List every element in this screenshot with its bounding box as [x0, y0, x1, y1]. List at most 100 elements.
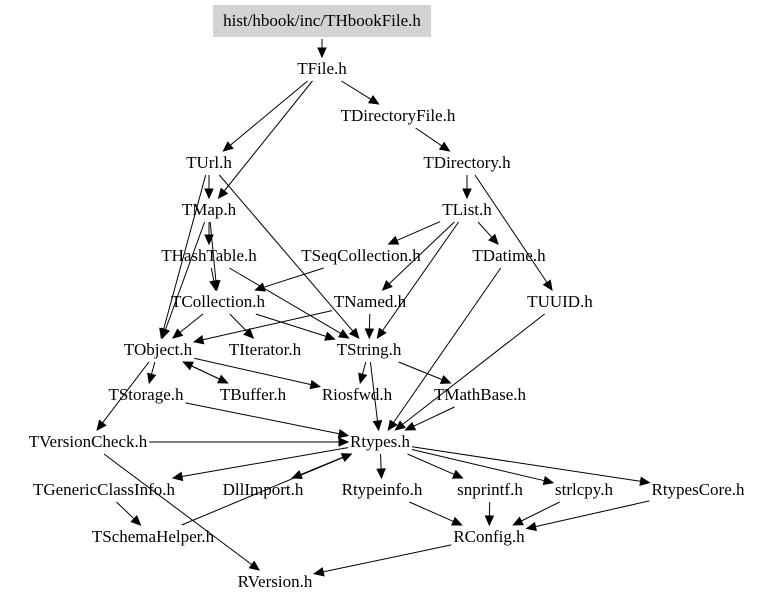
- edge-RtypesCore-to-RConfig: [535, 500, 650, 528]
- arrowhead-TVersionCheck-to-RVersion: [248, 560, 260, 571]
- edge-THashTable-to-TString: [229, 267, 342, 334]
- node-TSeqCollection[interactable]: TSeqCollection.h: [301, 246, 421, 265]
- arrowhead-Rtypes-to-TGenericClassInfo: [171, 471, 184, 482]
- edge-TBuffer-to-TObject: [191, 365, 228, 384]
- arrowhead-TFile-to-TUrl: [222, 141, 234, 152]
- node-TStorage[interactable]: TStorage.h: [108, 385, 184, 404]
- edge-TFile-to-TDirectoryFile: [341, 80, 372, 100]
- node-RConfig[interactable]: RConfig.h: [453, 527, 525, 546]
- node-TDirectoryFile[interactable]: TDirectoryFile.h: [340, 106, 456, 125]
- edge-Rtypes-to-RtypesCore: [411, 446, 641, 482]
- edge-Rtypes-to-TGenericClassInfo: [181, 447, 349, 477]
- arrowhead-TDirectory-to-TList: [462, 188, 472, 200]
- arrowhead-TSeqCollection-to-TCollection: [254, 282, 266, 292]
- node-Rtypeinfo[interactable]: Rtypeinfo.h: [341, 480, 423, 499]
- edge-TUrl-to-TObject: [163, 174, 207, 330]
- edge-Rtypes-to-snprintf: [407, 453, 455, 475]
- edge-TSchemaHelper-to-Rtypes: [181, 457, 344, 526]
- arrowhead-TObject-to-TStorage: [147, 372, 157, 385]
- edge-TCollection-to-TIterator: [229, 313, 248, 332]
- arrowhead-TList-to-TDatime: [488, 233, 499, 245]
- node-TMap[interactable]: TMap.h: [181, 200, 237, 219]
- edge-TStorage-to-Rtypes: [185, 402, 340, 435]
- node-THashTable[interactable]: THashTable.h: [161, 246, 257, 265]
- arrowhead-THbookFile-to-TFile: [317, 47, 327, 59]
- node-THbookFile[interactable]: hist/hbook/inc/THbookFile.h: [213, 5, 431, 37]
- arrowhead-TMathBase-to-Rtypes: [404, 421, 417, 431]
- edge-TNamed-to-TObject: [202, 310, 333, 341]
- node-strlcpy[interactable]: strlcpy.h: [555, 480, 613, 499]
- node-Rtypes[interactable]: Rtypes.h: [350, 432, 410, 451]
- edge-TSeqCollection-to-TCollection: [263, 267, 324, 288]
- arrowhead-TMap-to-THashTable: [204, 234, 214, 246]
- arrowhead-Rtypes-to-strlcpy: [542, 475, 555, 486]
- node-TString[interactable]: TString.h: [336, 340, 402, 359]
- arrowhead-TBuffer-to-TObject: [182, 361, 194, 371]
- edge-TDirectory-to-TUUID: [474, 174, 548, 283]
- node-DllImport[interactable]: DllImport.h: [222, 480, 304, 499]
- arrowhead-TUrl-to-TString: [348, 327, 360, 339]
- arrowhead-Rtypeinfo-to-RConfig: [451, 516, 463, 526]
- arrowhead-TFile-to-TMap: [217, 187, 229, 199]
- node-TBuffer[interactable]: TBuffer.h: [219, 385, 287, 404]
- node-TUrl[interactable]: TUrl.h: [186, 153, 232, 172]
- edge-strlcpy-to-RConfig: [521, 501, 560, 522]
- edge-TMap-to-TCollection: [209, 221, 217, 282]
- arrowhead-TString-to-Riosfwd: [358, 372, 368, 385]
- edge-TList-to-TString: [382, 221, 460, 331]
- node-TGenericClassInfo[interactable]: TGenericClassInfo.h: [32, 480, 176, 499]
- node-TNamed[interactable]: TNamed.h: [333, 292, 407, 311]
- node-TUUID[interactable]: TUUID.h: [527, 292, 593, 311]
- edge-Rtypes-to-strlcpy: [411, 449, 545, 482]
- arrowhead-TObject-to-TVersionCheck: [96, 419, 107, 431]
- node-TSchemaHelper[interactable]: TSchemaHelper.h: [91, 527, 215, 546]
- edge-TDirectoryFile-to-TDirectory: [415, 127, 443, 147]
- arrowhead-TObject-to-Riosfwd: [309, 379, 322, 390]
- node-RtypesCore[interactable]: RtypesCore.h: [651, 480, 745, 499]
- arrowhead-strlcpy-to-RConfig: [512, 516, 524, 526]
- edge-TCollection-to-TObject: [179, 313, 204, 333]
- edge-TString-to-Riosfwd: [362, 361, 367, 375]
- node-TFile[interactable]: TFile.h: [297, 59, 347, 78]
- edge-TString-to-TMathBase: [398, 361, 443, 381]
- edge-TUrl-to-TString: [218, 174, 354, 332]
- node-TIterator[interactable]: TIterator.h: [228, 340, 302, 359]
- edge-Rtypeinfo-to-RConfig: [409, 501, 454, 522]
- arrowhead-TCollection-to-TIterator: [243, 327, 255, 339]
- node-TMathBase[interactable]: TMathBase.h: [433, 385, 527, 404]
- arrowhead-TString-to-Rtypes: [372, 420, 383, 432]
- edge-TList-to-TDatime: [477, 221, 493, 238]
- node-Riosfwd[interactable]: Riosfwd.h: [321, 385, 393, 404]
- edge-TVersionCheck-to-RVersion: [103, 453, 253, 566]
- node-snprintf[interactable]: snprintf.h: [457, 480, 523, 499]
- node-TObject[interactable]: TObject.h: [123, 340, 193, 359]
- edge-TMathBase-to-Rtypes: [413, 406, 455, 427]
- arrowhead-TList-to-TString: [376, 327, 387, 340]
- arrowhead-RtypesCore-to-RConfig: [525, 521, 537, 532]
- edge-Rtypes-to-Rtypeinfo: [380, 453, 382, 470]
- node-TCollection[interactable]: TCollection.h: [171, 292, 265, 311]
- edge-RConfig-to-RVersion: [322, 544, 452, 573]
- node-RVersion[interactable]: RVersion.h: [237, 572, 313, 591]
- arrowhead-Rtypes-to-Rtypeinfo: [376, 468, 386, 480]
- edge-TObject-to-TStorage: [151, 361, 156, 375]
- arrowhead-Rtypes-to-DllImport: [291, 469, 303, 479]
- edge-TFile-to-TUrl: [229, 80, 308, 146]
- node-TDirectory[interactable]: TDirectory.h: [423, 153, 511, 172]
- node-TVersionCheck[interactable]: TVersionCheck.h: [28, 432, 148, 451]
- edge-TFile-to-TMap: [223, 80, 313, 192]
- edge-TCollection-to-TString: [255, 313, 327, 337]
- arrowhead-TList-to-TNamed: [381, 279, 393, 291]
- edge-TString-to-Rtypes: [369, 361, 378, 422]
- arrowhead-TDirectoryFile-to-TDirectory: [438, 141, 451, 152]
- arrowhead-TVersionCheck-to-Rtypes: [338, 437, 350, 447]
- node-TList[interactable]: TList.h: [442, 200, 492, 219]
- edge-THashTable-to-TCollection: [210, 267, 215, 282]
- node-TDatime[interactable]: TDatime.h: [472, 246, 546, 265]
- arrowhead-THashTable-to-TString: [337, 329, 350, 339]
- arrowhead-TSchemaHelper-to-Rtypes: [340, 453, 353, 463]
- edge-TMap-to-TObject: [165, 221, 206, 330]
- edge-TGenericClassInfo-to-TSchemaHelper: [116, 501, 135, 520]
- arrowhead-TNamed-to-TString: [364, 328, 375, 340]
